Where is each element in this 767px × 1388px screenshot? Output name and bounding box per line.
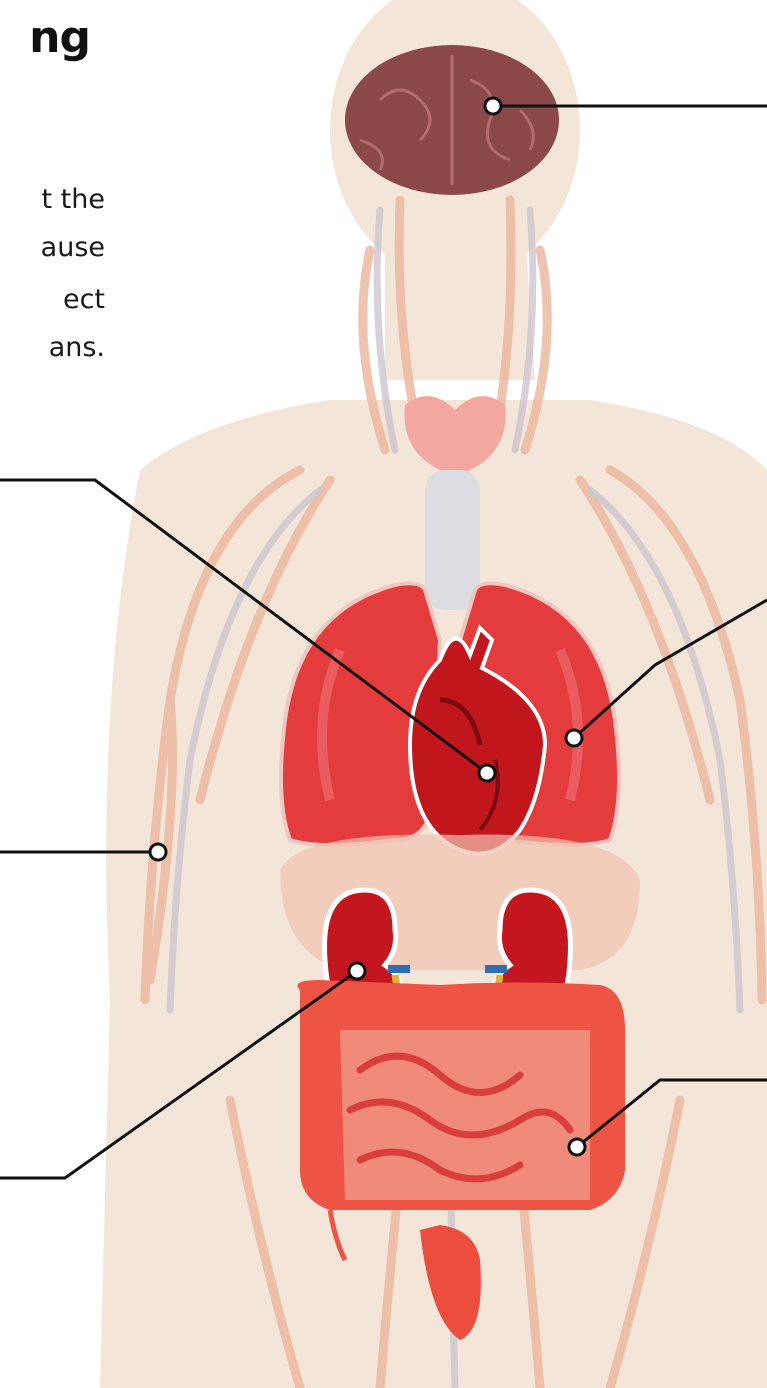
trachea	[425, 470, 480, 610]
lungs-pointer-dot	[566, 730, 582, 746]
brain-pointer-dot	[485, 98, 501, 114]
intestines-pointer-dot	[569, 1139, 585, 1155]
vessel-pointer-dot	[150, 844, 166, 860]
heart-pointer-dot	[479, 765, 495, 781]
brain-icon	[345, 45, 559, 195]
kidney-pointer-dot	[349, 963, 365, 979]
